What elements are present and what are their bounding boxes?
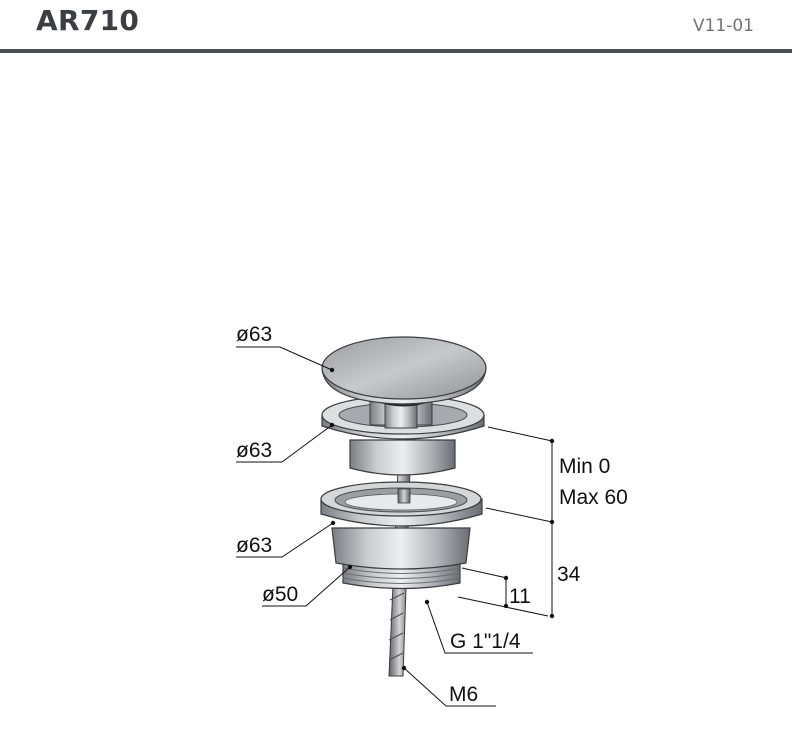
flange-diameter-label: ø63 bbox=[236, 439, 272, 462]
dimension-dots bbox=[503, 438, 555, 619]
page-header: AR710 V11-01 bbox=[0, 0, 792, 56]
cap-diameter-label: ø63 bbox=[236, 323, 272, 346]
drain-body bbox=[331, 527, 471, 590]
version-label: V11-01 bbox=[692, 16, 754, 36]
thread-length-label: 11 bbox=[509, 585, 531, 608]
drain-ring bbox=[320, 481, 483, 527]
drain-cap bbox=[321, 336, 487, 407]
overall-height-label: 34 bbox=[557, 563, 581, 586]
rod-thread-label: M6 bbox=[449, 683, 478, 706]
body-diameter-label: ø50 bbox=[262, 583, 298, 606]
thread-size-label: G 1"1/4 bbox=[450, 630, 521, 653]
height-min-label: Min 0 bbox=[559, 455, 610, 478]
drain-flange bbox=[321, 393, 485, 476]
ring-diameter-label: ø63 bbox=[236, 534, 272, 557]
leader-lines bbox=[236, 346, 533, 707]
header-rule bbox=[0, 49, 792, 53]
dimension-lines bbox=[457, 426, 553, 617]
product-code: AR710 bbox=[36, 4, 140, 37]
leader-dots bbox=[329, 367, 430, 671]
height-max-label: Max 60 bbox=[559, 486, 628, 509]
